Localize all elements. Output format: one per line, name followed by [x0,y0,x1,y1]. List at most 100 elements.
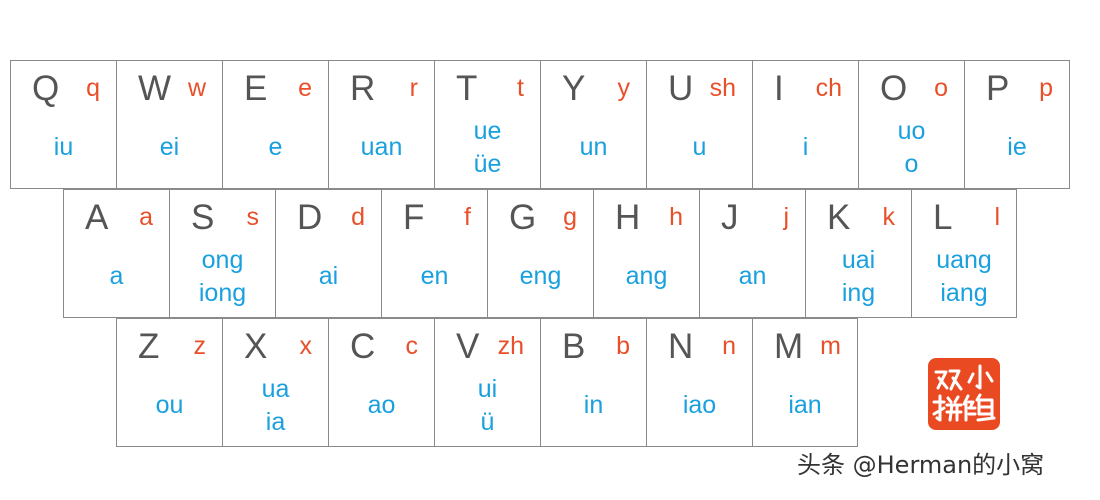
key-initial: n [722,332,736,360]
key-letter: N [668,327,694,366]
key-initial: h [669,203,683,231]
key-letter: R [350,69,376,108]
key-letter: U [668,69,694,108]
key-letter: M [774,327,804,366]
key-initial: s [246,203,260,231]
key-letter: L [933,198,953,237]
key-letter: H [615,198,641,237]
key-final: e [268,133,283,161]
key-letter: I [774,69,784,108]
key-final: uai [841,245,876,274]
key-final: an [738,262,767,290]
key-final: ong [201,245,244,274]
key-letter: Z [138,327,160,366]
key-final: üe [473,149,502,178]
logo-calligraphy-icon [932,364,996,422]
key-letter: Q [32,69,60,108]
key-initial: r [409,74,418,102]
key-initial: t [517,74,524,102]
key-finals: un [541,113,646,182]
key-finals: ie [965,113,1069,182]
key-initial: a [139,203,153,231]
key-final: ing [841,278,876,307]
key-finals: ong iong [170,242,275,311]
key-finals: ai [276,242,381,311]
key-initial: e [298,74,312,102]
key-final: ui [477,374,498,403]
key-letter: C [350,327,376,366]
key-final: in [583,391,604,419]
key-final: un [579,133,608,161]
key-finals: iao [647,371,752,440]
key-final: ou [155,391,184,419]
key-initial: y [617,74,631,102]
key-finals: in [541,371,646,440]
key-finals: i [753,113,858,182]
key-letter: B [562,327,586,366]
key-initial: ch [815,74,842,102]
key-final: ang [625,262,668,290]
xiaohe-shuangpin-logo [928,358,1000,430]
key-initial: o [934,74,948,102]
key-initial: x [299,332,313,360]
key-initial: zh [497,332,524,360]
key-initial: f [464,203,471,231]
key-final: i [802,133,809,161]
key-finals: an [700,242,805,311]
key-final: iong [198,278,247,307]
key-letter: T [456,69,478,108]
key-initial: m [820,332,841,360]
key-final: ian [788,391,822,419]
key-final: ao [367,391,396,419]
key-final: iao [682,391,717,419]
key-final: ia [265,407,286,436]
key-letter: E [244,69,268,108]
key-final: o [904,149,919,178]
key-initial: z [193,332,207,360]
key-final: ue [473,116,502,145]
watermark-text: 头条 @Herman的小窝 [797,451,1045,479]
key-final: a [109,262,124,290]
key-finals: iu [11,113,116,182]
key-finals: ou [117,371,222,440]
key-finals: ua ia [223,371,328,440]
key-finals: ang [594,242,699,311]
key-final: ai [318,262,339,290]
key-final: u [692,133,707,161]
key-finals: ui ü [435,371,540,440]
key-finals: ei [117,113,222,182]
key-initial: p [1039,74,1053,102]
key-finals: ue üe [435,113,540,182]
key-letter: K [827,198,851,237]
key-final: ü [480,407,495,436]
key-initial: sh [709,74,736,102]
key-final: ua [261,374,290,403]
key-final: eng [519,262,562,290]
key-letter: S [191,198,215,237]
